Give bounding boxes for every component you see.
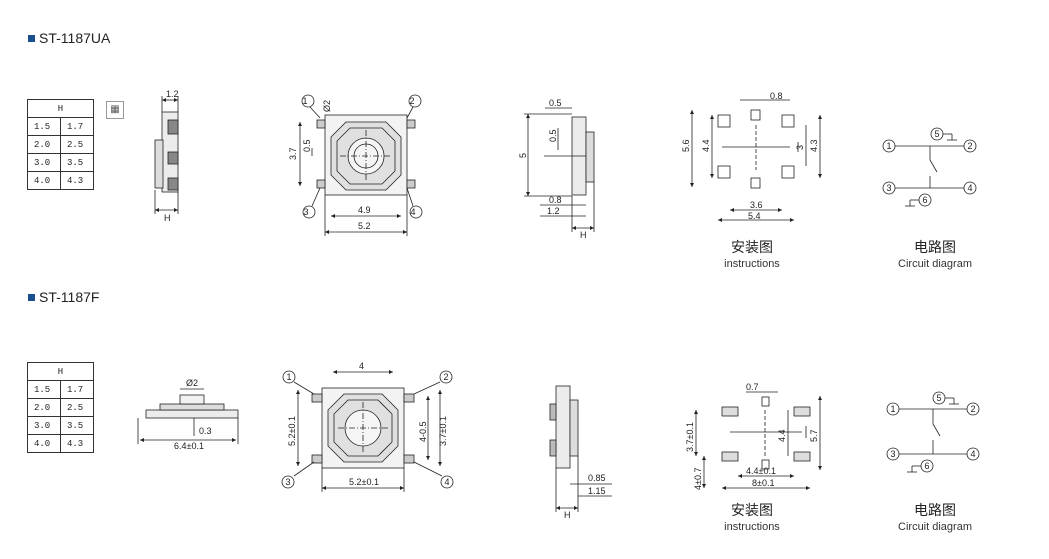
section-title-text: ST-1187F — [39, 289, 100, 305]
circuit-st1187f — [886, 391, 980, 473]
dim-label: 0.8 — [770, 91, 783, 101]
pin-label: 2 — [443, 372, 448, 382]
dim-label: 4-0.5 — [418, 421, 428, 442]
dim-label: 3.7±0.1 — [438, 416, 448, 446]
dim-label: Ø2 — [322, 100, 332, 112]
table-cell: 4.3 — [60, 434, 94, 453]
caption-instructions-st1187f: 安装图 instructions — [697, 500, 807, 533]
dim-label: 5.7 — [809, 429, 819, 442]
dim-label: 4.4±0.1 — [746, 466, 776, 476]
section-title-st1187ua: ST-1187UA — [28, 30, 110, 46]
pin-label: 4 — [967, 183, 972, 193]
caption-cn: 安装图 — [731, 240, 773, 256]
pin-label: 1 — [286, 372, 291, 382]
dim-label: 5.2±0.1 — [349, 477, 379, 487]
dim-label: 1.2 — [166, 89, 179, 99]
dim-label: 3 — [795, 145, 805, 150]
pad-layout-st1187ua — [690, 99, 822, 222]
dim-label: 4 — [359, 361, 364, 371]
pin-label: 3 — [303, 207, 308, 217]
side-view-st1187ua — [154, 96, 179, 214]
caption-circuit-st1187ua: 电路图 Circuit diagram — [880, 237, 990, 270]
pin-label: 5 — [934, 129, 939, 139]
caption-en: Circuit diagram — [898, 258, 972, 270]
side-view2-st1187f — [549, 385, 612, 512]
table-cell: 4.0 — [27, 171, 61, 190]
side-view2-st1187ua — [524, 107, 595, 232]
front-view-st1187f — [281, 370, 454, 492]
pad-layout-st1187f — [694, 391, 822, 490]
pin-label: 6 — [924, 461, 929, 471]
dim-label: 8±0.1 — [752, 478, 774, 488]
caption-cn: 电路图 — [914, 503, 956, 519]
pin-label: 3 — [890, 449, 895, 459]
dim-label: 5 — [518, 153, 528, 158]
bullet-icon — [28, 293, 35, 301]
section-title-st1187f: ST-1187F — [28, 289, 99, 305]
pin-label: 2 — [970, 404, 975, 414]
pin-label: 1 — [890, 404, 895, 414]
pin-label: 2 — [409, 96, 414, 106]
pin-label: 6 — [922, 195, 927, 205]
table-header: H — [27, 99, 94, 118]
table-cell: 4.3 — [60, 171, 94, 190]
section-title-text: ST-1187UA — [39, 30, 111, 46]
dim-label: 5.4 — [748, 211, 761, 221]
dim-label: 4.9 — [358, 205, 371, 215]
caption-circuit-st1187f: 电路图 Circuit diagram — [880, 500, 990, 533]
dim-label: 6.4±0.1 — [174, 441, 204, 451]
pin-label: 1 — [886, 141, 891, 151]
dim-label: 0.7 — [746, 382, 759, 392]
dim-label: 3.7±0.1 — [685, 422, 695, 452]
pin-label: 4 — [970, 449, 975, 459]
pin-label: 3 — [886, 183, 891, 193]
caption-cn: 电路图 — [914, 240, 956, 256]
dim-label: 0.5 — [302, 139, 312, 152]
dim-label: 0.8 — [549, 195, 562, 205]
dim-label: 3.6 — [750, 200, 763, 210]
dim-label: H — [564, 510, 571, 520]
dim-label: 5.2±0.1 — [287, 416, 297, 446]
dim-label: 4.3 — [809, 139, 819, 152]
pin-label: 3 — [285, 477, 290, 487]
pin-label: 4 — [410, 207, 415, 217]
dim-label: Ø2 — [186, 378, 198, 388]
dim-label: 5.2 — [358, 221, 371, 231]
pin-label: 4 — [444, 477, 449, 487]
dim-label: 1.15 — [588, 486, 606, 496]
scan-icon[interactable]: ▦ — [106, 101, 124, 119]
pin-label: 2 — [967, 141, 972, 151]
dim-label: 5.6 — [681, 139, 691, 152]
caption-en: Circuit diagram — [898, 521, 972, 533]
dim-label: H — [164, 213, 171, 223]
dim-label: 0.5 — [548, 129, 558, 142]
front-view-st1187ua — [298, 94, 423, 236]
dim-label: 4±0.7 — [693, 468, 703, 490]
dim-label: H — [580, 230, 587, 240]
dim-label: 0.5 — [549, 98, 562, 108]
pin-label: 1 — [302, 96, 307, 106]
bullet-icon — [28, 34, 35, 42]
dim-label: 4.4 — [777, 429, 787, 442]
dim-label: 4.4 — [701, 139, 711, 152]
caption-instructions-st1187ua: 安装图 instructions — [697, 237, 807, 270]
circuit-st1187ua — [882, 127, 977, 207]
caption-cn: 安装图 — [731, 503, 773, 519]
side-view-st1187f — [137, 388, 239, 444]
caption-en: instructions — [724, 521, 780, 533]
dim-label: 1.2 — [547, 206, 560, 216]
caption-en: instructions — [724, 258, 780, 270]
dim-label: 3.7 — [288, 147, 298, 160]
pin-label: 5 — [936, 393, 941, 403]
dim-label: 0.85 — [588, 473, 606, 483]
dim-label: 0.3 — [199, 426, 212, 436]
